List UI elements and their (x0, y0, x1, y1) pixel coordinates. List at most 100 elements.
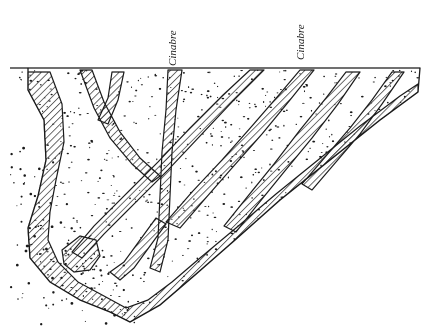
stipple-dot (372, 155, 373, 157)
stipple-dot (176, 312, 178, 314)
stipple-dot (374, 254, 377, 255)
stipple-dot (227, 324, 229, 326)
stipple-dot (148, 76, 149, 78)
stipple-dot (178, 126, 180, 127)
stipple-dot (244, 279, 247, 280)
stipple-dot (43, 297, 45, 299)
stipple-dot (143, 196, 144, 198)
stipple-dot (371, 187, 372, 188)
stipple-dot (361, 143, 362, 145)
stipple-dot (290, 234, 292, 236)
stipple-dot (198, 281, 200, 282)
stipple-dot (355, 276, 356, 277)
stipple-dot (73, 146, 75, 148)
stipple-dot (17, 212, 19, 214)
stipple-dot (259, 234, 261, 236)
stipple-dot (220, 145, 222, 146)
stipple-dot (308, 231, 310, 232)
stipple-dot (249, 107, 251, 108)
stipple-dot (348, 320, 349, 322)
stipple-dot (67, 72, 69, 74)
stipple-dot (16, 185, 18, 186)
stipple-dot (197, 180, 199, 181)
stipple-dot (135, 123, 137, 124)
stipple-dot (231, 284, 232, 286)
stipple-dot (15, 217, 17, 219)
stipple-dot (238, 75, 240, 76)
stipple-dot (134, 182, 136, 184)
stipple-dot (137, 301, 139, 302)
stipple-dot (275, 309, 276, 311)
stipple-dot (82, 263, 83, 264)
stipple-dot (374, 257, 376, 259)
stipple-dot (397, 151, 399, 152)
stipple-dot (289, 276, 291, 278)
stipple-dot (13, 182, 15, 184)
stipple-dot (320, 254, 322, 256)
stipple-dot (289, 254, 292, 255)
stipple-dot (255, 172, 257, 173)
stipple-dot (16, 222, 18, 223)
stipple-dot (23, 157, 25, 158)
stipple-dot (19, 151, 21, 153)
stipple-dot (231, 281, 234, 282)
stipple-dot (49, 202, 51, 204)
stipple-dot (175, 139, 177, 140)
stipple-dot (288, 311, 290, 313)
stipple-dot (238, 201, 240, 202)
stipple-dot (340, 250, 342, 251)
stipple-dot (197, 116, 200, 118)
stipple-dot (58, 306, 60, 307)
stipple-dot (145, 200, 146, 202)
stipple-dot (373, 311, 375, 313)
stipple-dot (263, 299, 265, 300)
stipple-dot (328, 119, 330, 121)
stipple-dot (363, 215, 365, 216)
stipple-dot (387, 102, 389, 104)
stipple-dot (365, 145, 368, 146)
stipple-dot (113, 195, 115, 196)
stipple-dot (22, 71, 23, 73)
stipple-dot (68, 127, 70, 128)
stipple-dot (413, 235, 415, 237)
stipple-dot (386, 77, 388, 78)
stipple-dot (338, 218, 341, 220)
stipple-dot (337, 209, 340, 210)
stipple-dot (253, 174, 255, 176)
stipple-dot (391, 167, 393, 168)
stipple-dot (369, 274, 372, 276)
stipple-dot (63, 302, 65, 304)
stipple-dot (120, 251, 121, 252)
stipple-dot (358, 246, 359, 247)
stipple-dot (283, 70, 285, 71)
stipple-dot (218, 313, 219, 314)
stipple-dot (213, 128, 214, 129)
stipple-dot (343, 299, 345, 301)
stipple-dot (104, 159, 105, 160)
stipple-dot (113, 289, 114, 290)
stipple-dot (410, 320, 411, 321)
stipple-dot (235, 316, 237, 317)
stipple-dot (291, 166, 292, 167)
stipple-dot (386, 162, 387, 164)
stipple-dot (43, 249, 45, 251)
stipple-dot (251, 238, 253, 239)
stipple-dot (134, 316, 136, 318)
stipple-dot (406, 109, 408, 110)
stipple-dot (21, 88, 22, 90)
stipple-dot (410, 163, 412, 165)
stipple-dot (249, 269, 250, 270)
stipple-dot (270, 149, 273, 150)
stipple-dot (79, 92, 82, 93)
stipple-dot (350, 111, 353, 113)
stipple-dot (131, 87, 132, 88)
stipple-dot (157, 211, 158, 213)
stipple-dot (274, 97, 275, 99)
stipple-dot (321, 152, 323, 153)
stipple-dot (210, 96, 212, 98)
stipple-dot (20, 203, 21, 204)
stipple-dot (236, 100, 237, 102)
stipple-dot (188, 304, 189, 305)
stipple-dot (90, 315, 91, 317)
stipple-dot (297, 209, 299, 211)
